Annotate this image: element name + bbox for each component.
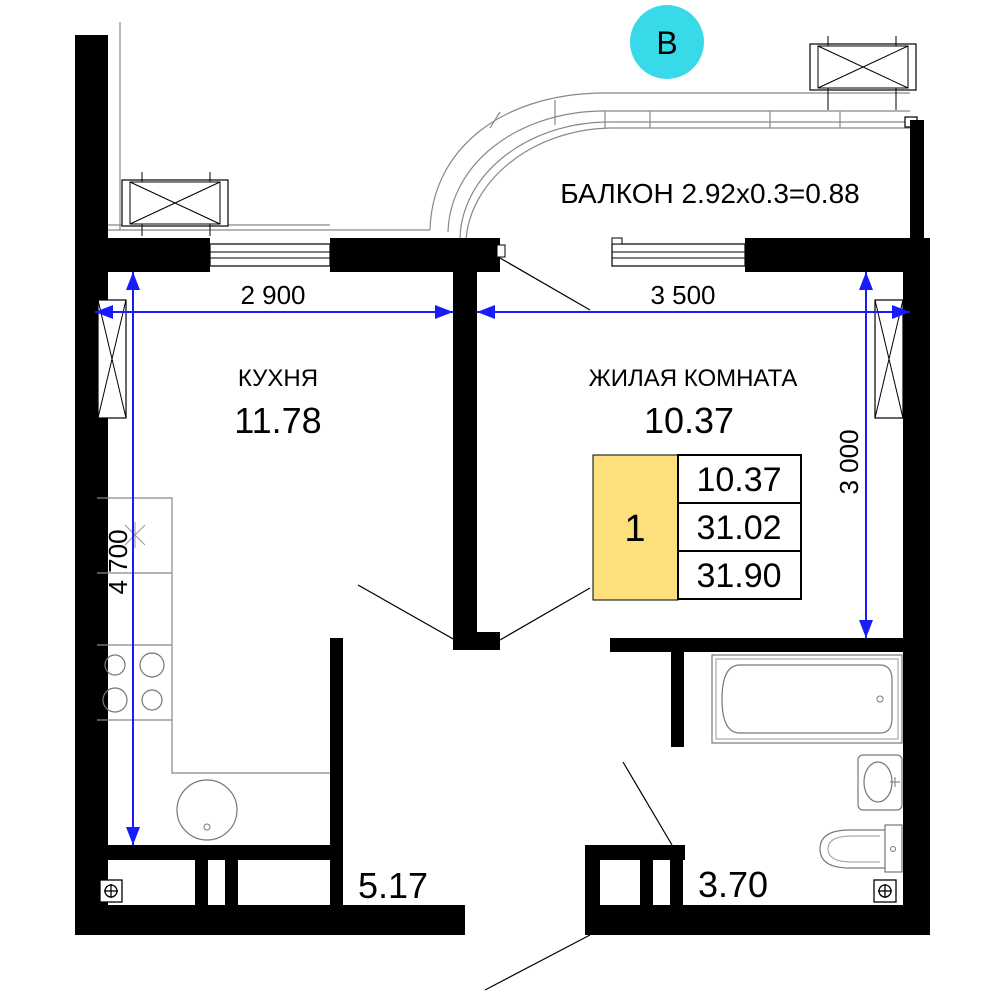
window-living-side xyxy=(874,299,904,419)
ventilation-shaft-icon xyxy=(99,879,897,903)
dimension-living-width: 3 500 xyxy=(650,280,715,310)
washbasin-icon xyxy=(857,754,903,811)
hall-area: 5.17 xyxy=(358,865,428,906)
kitchen-door-swing xyxy=(357,584,456,641)
stove-icon xyxy=(102,652,165,713)
dimension-kitchen-depth: 4 700 xyxy=(103,529,133,594)
window-living xyxy=(611,237,746,267)
living-name: ЖИЛАЯ КОМНАТА xyxy=(589,365,798,392)
entrance-door-swing xyxy=(484,934,591,991)
balcony-label: БАЛКОН 2.92х0.3=0.88 xyxy=(560,178,859,209)
kitchen-area: 11.78 xyxy=(234,400,321,441)
rooms-count: 1 xyxy=(624,508,645,550)
ac-unit-right xyxy=(809,36,917,110)
ac-unit-left xyxy=(121,172,229,236)
walls xyxy=(75,35,930,935)
window-kitchen xyxy=(209,243,331,267)
dimension-kitchen-width: 2 900 xyxy=(240,280,305,310)
section-badge-letter: В xyxy=(656,25,677,61)
dimension-living-depth: 3 000 xyxy=(834,429,864,494)
kitchen-counter xyxy=(97,497,330,774)
kitchen-name: КУХНЯ xyxy=(238,365,318,392)
dimension-lines xyxy=(95,272,910,845)
rooms-count-box xyxy=(592,454,679,601)
section-badge-circle xyxy=(630,5,704,79)
area-summary: 1 10.37 31.02 31.90 xyxy=(592,454,802,601)
balcony: БАЛКОН 2.92х0.3=0.88 xyxy=(108,22,924,241)
section-badge-icon: В xyxy=(630,5,704,79)
window-kitchen-side xyxy=(97,299,127,419)
toilet-icon xyxy=(819,824,903,873)
bathtub-icon xyxy=(711,654,903,744)
bath-door-swing xyxy=(622,761,673,846)
summary-total-area: 31.02 xyxy=(696,509,781,547)
summary-living-area: 10.37 xyxy=(696,461,781,499)
summary-total-with-balcony: 31.90 xyxy=(696,557,781,595)
living-door-swing xyxy=(499,587,591,641)
balcony-door-swing xyxy=(499,257,591,311)
bath-area: 3.70 xyxy=(698,864,768,905)
sink-icon xyxy=(176,779,238,841)
living-area: 10.37 xyxy=(644,400,734,441)
